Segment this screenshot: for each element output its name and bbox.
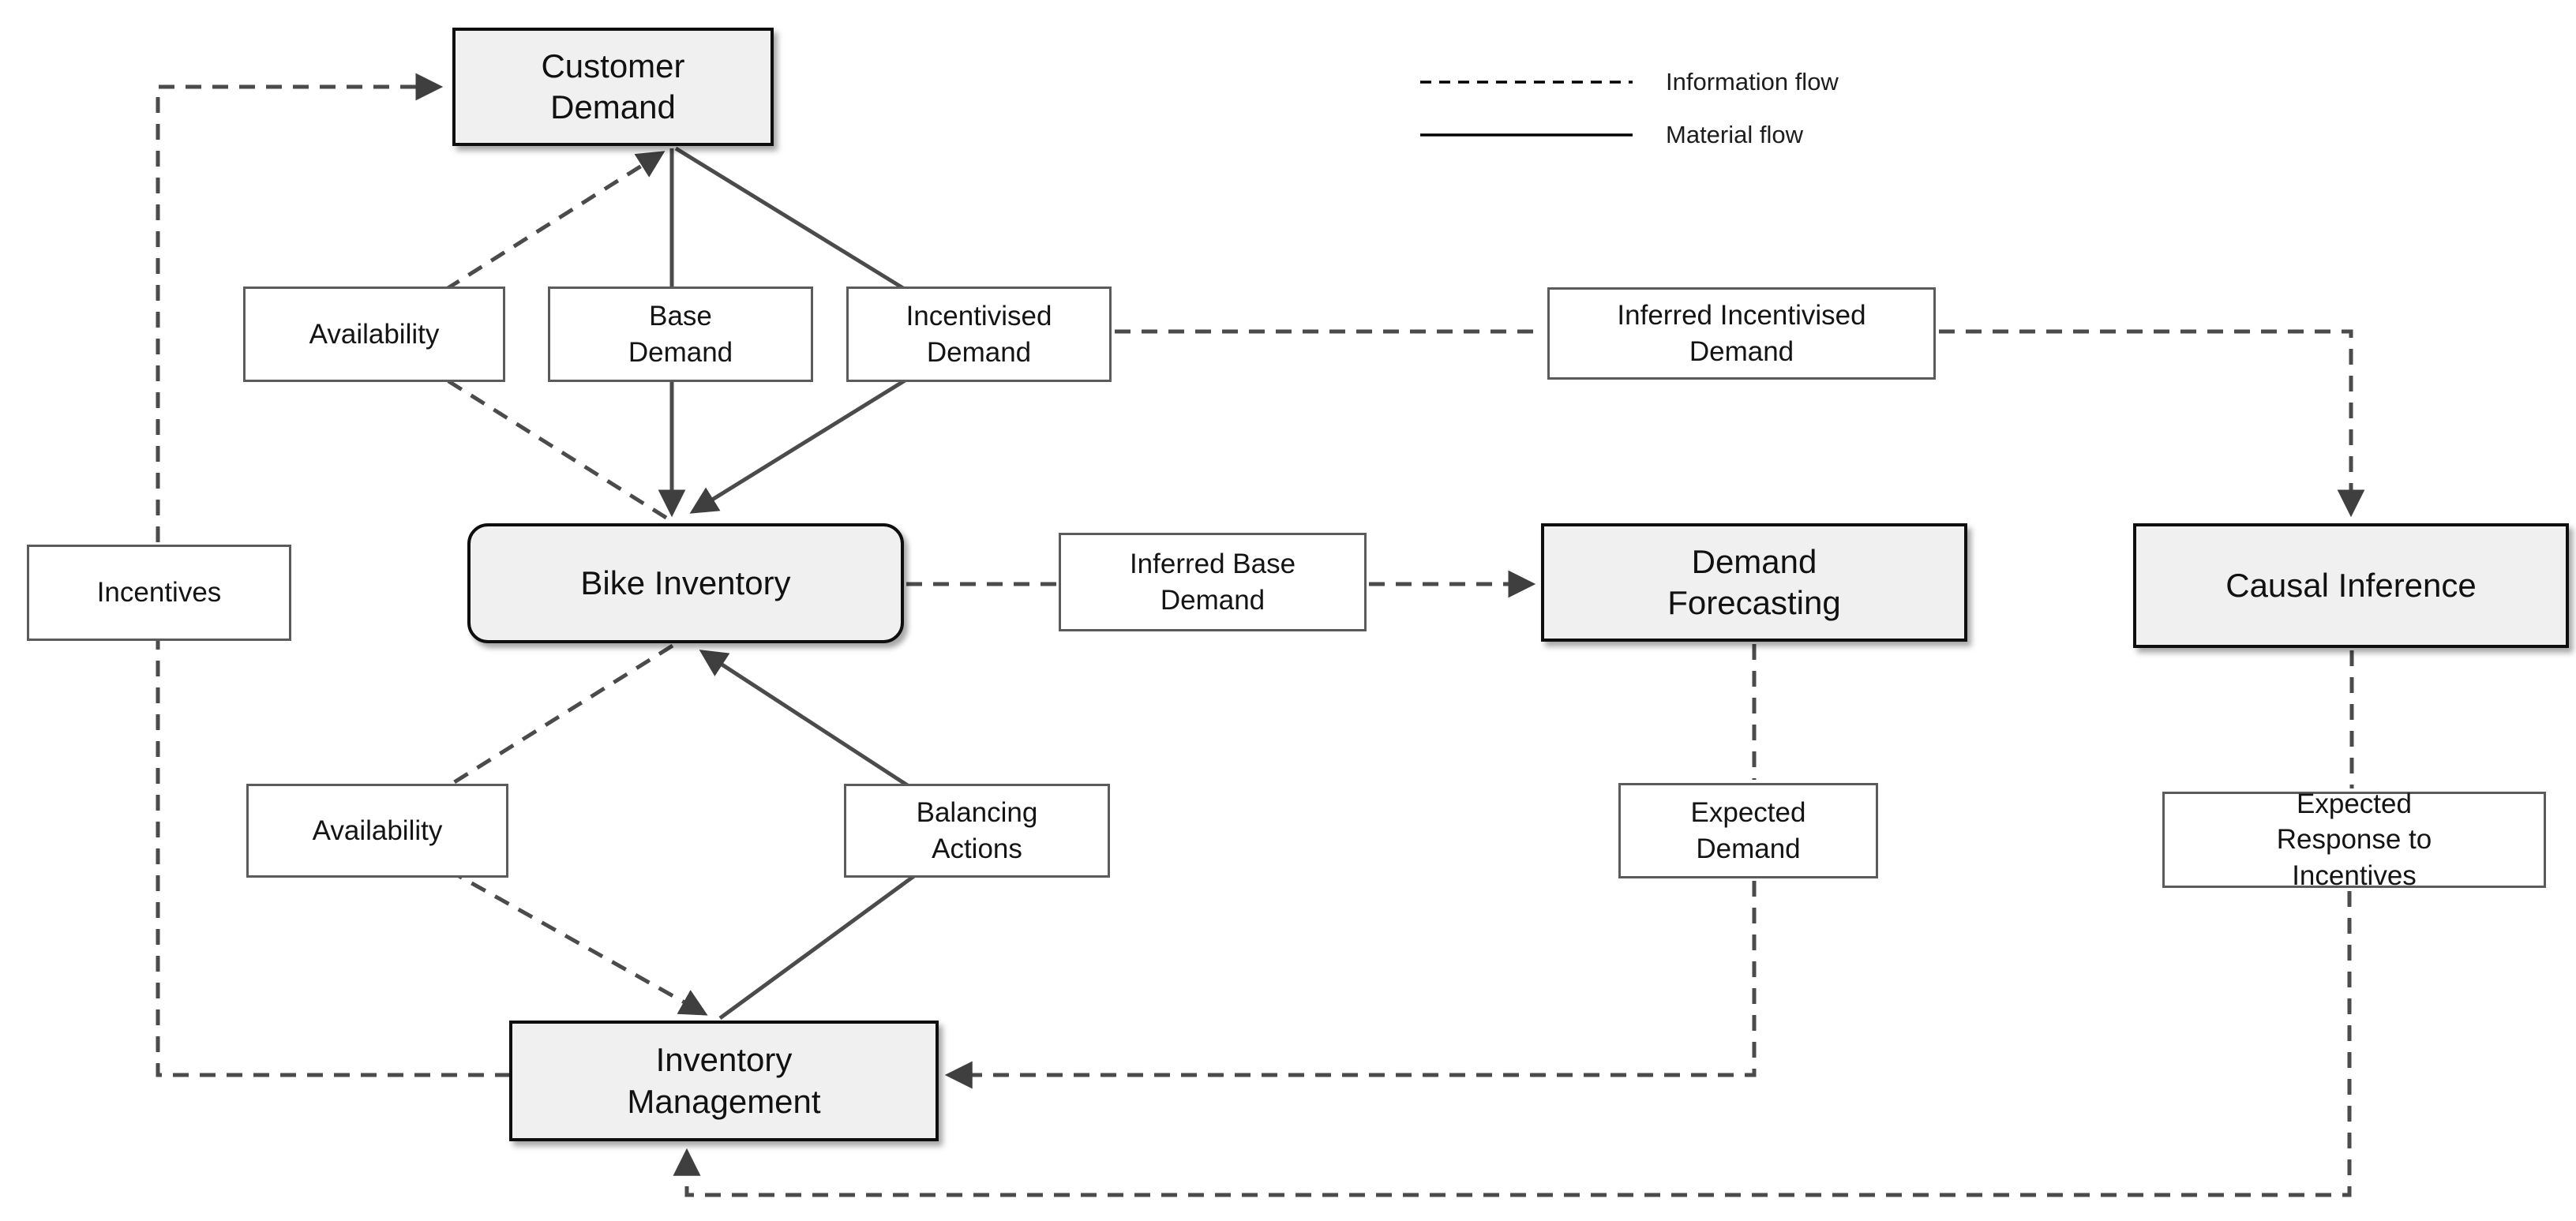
node-customer-demand-label: Customer Demand	[541, 47, 685, 126]
label-inferred-base-demand-text: Inferred Base Demand	[1129, 549, 1296, 616]
legend-information-flow-label: Information flow	[1666, 68, 1839, 96]
label-expected-response-to-incentives: Expected Response to Incentives	[2162, 788, 2546, 891]
edge-availability-to-inventory-management	[373, 643, 708, 1016]
label-incentivised-demand: Incentivised Demand	[846, 287, 1112, 382]
node-demand-forecasting: Demand Forecasting	[1541, 523, 1967, 642]
node-inventory-management-label: Inventory Management	[627, 1041, 821, 1120]
label-expected-response-to-incentives-text: Expected Response to Incentives	[2276, 788, 2432, 891]
label-incentivised-demand-text: Incentivised Demand	[906, 301, 1052, 368]
node-customer-demand: Customer Demand	[452, 28, 774, 146]
node-demand-forecasting-label: Demand Forecasting	[1667, 542, 1841, 622]
edge-inferred-incentivised-to-causal-inference	[1939, 329, 2365, 518]
label-balancing-actions-text: Balancing Actions	[916, 797, 1038, 864]
label-expected-demand: Expected Demand	[1618, 783, 1878, 878]
node-inventory-management: Inventory Management	[509, 1021, 939, 1141]
label-inferred-incentivised-demand-text: Inferred Incentivised Demand	[1617, 300, 1866, 367]
edge-expected-response-to-inventory-management	[673, 891, 2352, 1197]
label-incentives-text: Incentives	[96, 577, 222, 609]
label-availability-lower-text: Availability	[312, 815, 443, 846]
label-expected-demand-text: Expected Demand	[1690, 797, 1806, 864]
legend-material-flow-label: Material flow	[1666, 121, 1803, 148]
label-availability-upper-text: Availability	[309, 318, 440, 350]
label-inferred-base-demand: Inferred Base Demand	[1059, 533, 1367, 631]
label-availability-upper: Availability	[243, 287, 505, 382]
edge-expected-demand-to-inventory-management	[944, 881, 1757, 1089]
node-causal-inference-label: Causal Inference	[2225, 566, 2477, 604]
label-inferred-incentivised-demand: Inferred Incentivised Demand	[1547, 287, 1936, 380]
label-base-demand-text: Base Demand	[628, 301, 733, 368]
node-bike-inventory-label: Bike Inventory	[580, 564, 791, 601]
edge-availability-to-customer-demand	[370, 151, 668, 520]
label-incentives: Incentives	[27, 545, 291, 641]
label-availability-lower: Availability	[246, 784, 508, 878]
label-balancing-actions: Balancing Actions	[844, 784, 1110, 878]
node-causal-inference: Causal Inference	[2133, 523, 2569, 648]
label-base-demand: Base Demand	[548, 287, 813, 382]
node-bike-inventory: Bike Inventory	[467, 523, 904, 643]
